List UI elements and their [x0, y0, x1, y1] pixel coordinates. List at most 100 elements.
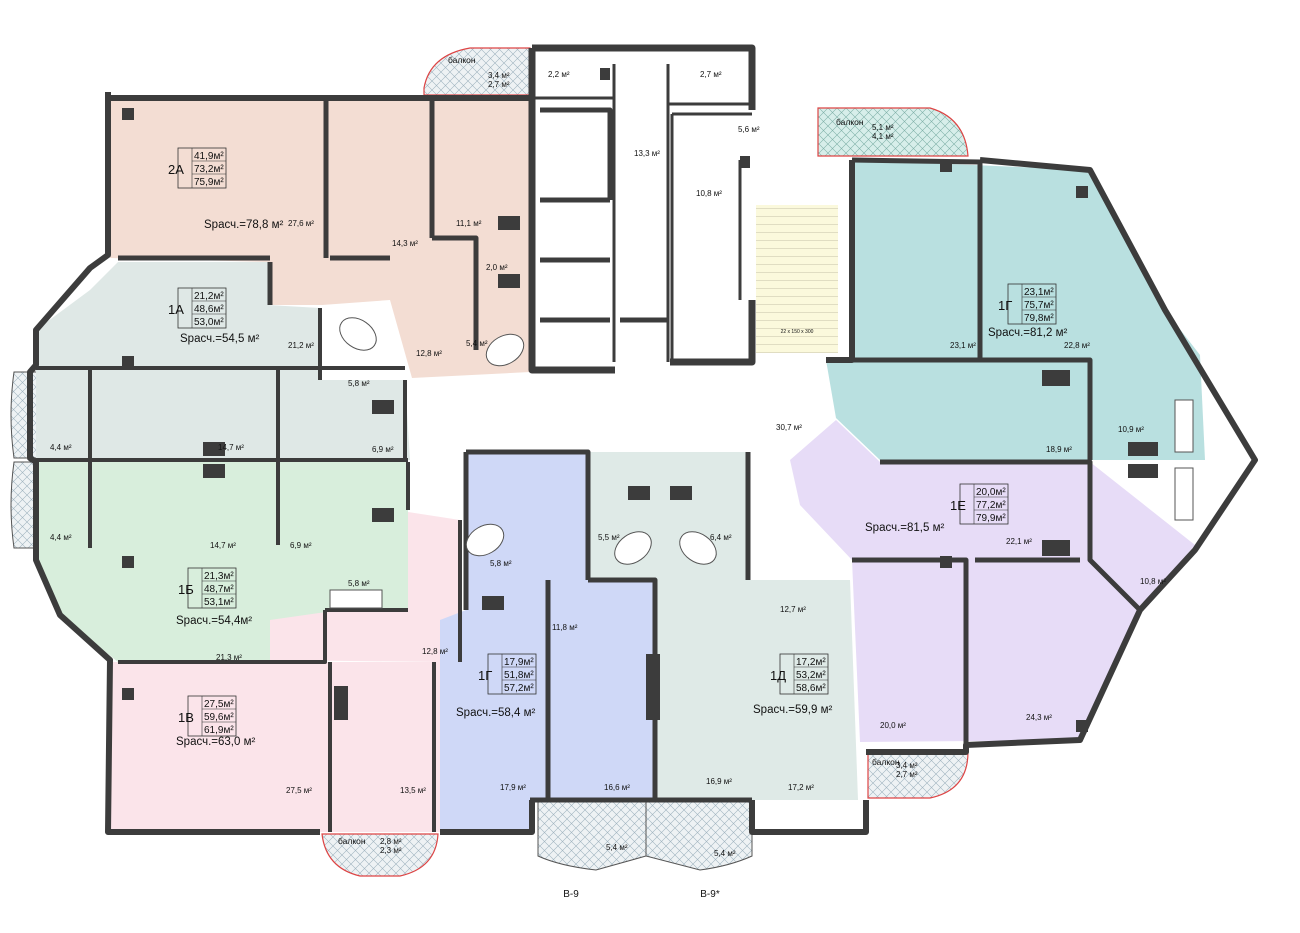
balcony-title: балкон [448, 55, 476, 65]
room-area: 30,7 м² [776, 423, 802, 432]
balcony-title: балкон [872, 757, 900, 767]
apartment-area-value: 17,9м² [504, 657, 534, 668]
apartment-area-value: 57,2м² [504, 683, 534, 694]
shaft-icon [1128, 464, 1158, 478]
apartment-area-value: 41,9м² [194, 151, 224, 162]
bathtub-icon [1174, 399, 1194, 453]
room-area: 13,3 м² [634, 149, 660, 158]
stair-area [756, 205, 838, 353]
apartment-2a-area [110, 98, 530, 378]
room-area: 14,7 м² [218, 443, 244, 452]
apartment-code: 1Е [950, 498, 966, 513]
balcony-label: балкон 2,8 м²2,3 м² [338, 836, 402, 855]
shaft-icon [628, 486, 650, 500]
balcony-area: 3,4 м² [896, 761, 918, 770]
room-area: 12,8 м² [416, 349, 442, 358]
apartment-area-value: 77,2м² [976, 500, 1006, 511]
room-area: 4,4 м² [50, 443, 72, 452]
apartment-calc-area: Sрасч.=59,9 м² [753, 704, 832, 716]
room-area: 12,8 м² [422, 647, 448, 656]
apartment-1g-right-area [826, 160, 1205, 460]
balcony-area: 2,8 м² [380, 837, 402, 846]
loggia-bottom-1 [537, 799, 647, 871]
apartment-1v-area [110, 512, 460, 832]
room-area: 22,1 м² [1006, 537, 1032, 546]
bathtub-icon [1174, 467, 1194, 521]
column-icon [122, 688, 134, 700]
room-area: 6,9 м² [290, 541, 312, 550]
apartment-area-value: 51,8м² [504, 670, 534, 681]
apartment-calc-area: Sрасч.=54,4м² [176, 615, 252, 627]
bath-icon [485, 333, 525, 367]
shaft-icon [372, 508, 394, 522]
room-area: 4,4 м² [50, 533, 72, 542]
apartment-area-value: 53,0м² [194, 317, 224, 328]
apartment-area-value: 79,9м² [976, 513, 1006, 524]
shaft-icon [334, 686, 348, 720]
shaft-icon [203, 464, 225, 478]
room-area: 20,0 м² [880, 721, 906, 730]
apartment-calc-area: Sрасч.=58,4 м² [456, 707, 535, 719]
room-area: 16,9 м² [706, 777, 732, 786]
apartment-area-value: 79,8м² [1024, 313, 1054, 324]
column-icon [1076, 186, 1088, 198]
balcony-area-net: 2,3 м² [380, 846, 402, 855]
balcony-area-net: 2,7 м² [896, 770, 918, 779]
apartment-area-value: 59,6м² [204, 712, 234, 723]
apartment-area-value: 23,1м² [1024, 287, 1054, 298]
apartment-calc-area: Sрасч.=54,5 м² [180, 333, 259, 345]
elevator-core-area [532, 48, 752, 368]
apartment-calc-area: Sрасч.=81,2 м² [988, 327, 1067, 339]
balcony-area: 5,1 м² [872, 123, 894, 132]
apartment-calc-area: Sрасч.=81,5 м² [865, 522, 944, 534]
shaft-icon [1042, 370, 1070, 386]
shaft-icon [1042, 540, 1070, 556]
balcony-area: 3,4 м² [488, 71, 510, 80]
balcony-top-left [423, 47, 531, 96]
apartment-area-value: 17,2м² [796, 657, 826, 668]
room-area: 11,1 м² [456, 219, 482, 228]
apartment-area-value: 27,5м² [204, 699, 234, 710]
apartment-area-value: 58,6м² [796, 683, 826, 694]
balcony-title: балкон [338, 836, 366, 846]
room-area: 2,0 м² [486, 263, 508, 272]
room-area: 17,9 м² [500, 783, 526, 792]
room-area: 5,8 м² [348, 379, 370, 388]
shaft-icon [1128, 442, 1158, 456]
shaft-icon [646, 654, 660, 720]
apartment-area-value: 20,0м² [976, 487, 1006, 498]
apartment-area-value: 21,3м² [204, 571, 234, 582]
room-area: 24,3 м² [1026, 713, 1052, 722]
room-area: 14,7 м² [210, 541, 236, 550]
loggia-bottom-2 [645, 799, 753, 871]
column-icon [1076, 720, 1088, 732]
room-area: 27,6 м² [288, 219, 314, 228]
column-icon [600, 68, 610, 80]
apartment-area-value: 53,1м² [204, 597, 234, 608]
room-area: 27,5 м² [286, 786, 312, 795]
shaft-icon [482, 596, 504, 610]
room-area: 10,9 м² [1118, 425, 1144, 434]
apartment-code: 1А [168, 302, 184, 317]
column-icon [740, 156, 750, 168]
apartment-label-1e: 1Е 20,0м² 77,2м² 79,9м² Sрасч.=81,5 м² [865, 483, 1009, 534]
column-icon [122, 356, 134, 368]
room-area: 6,4 м² [710, 533, 732, 542]
apartment-code: 1Г [478, 668, 492, 683]
balcony-bottom-left [321, 833, 439, 877]
shaft-icon [498, 216, 520, 230]
apartment-calc-area: Sрасч.=78,8 м² [204, 219, 283, 231]
apartment-area-value: 48,6м² [194, 304, 224, 315]
room-area: 23,1 м² [950, 341, 976, 350]
apartment-calc-area: Sрасч.=63,0 м² [176, 736, 255, 748]
stair-note: 22 x 150 x 300 [781, 329, 814, 335]
apartment-1a-area [36, 262, 410, 460]
